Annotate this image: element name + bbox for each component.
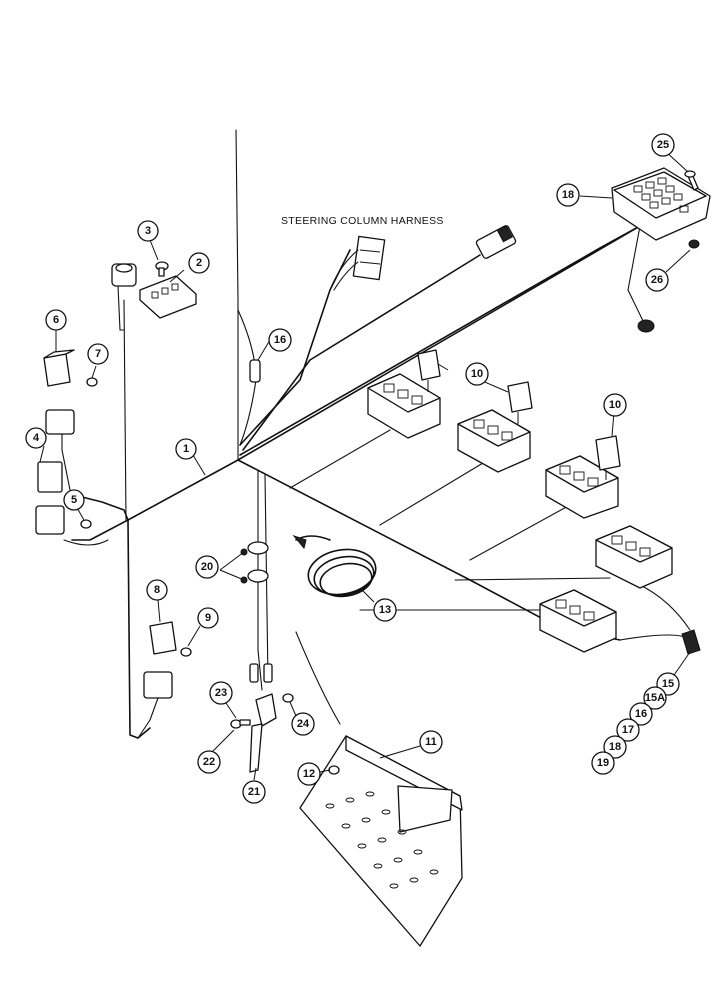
svg-text:8: 8 <box>154 584 160 596</box>
branch-plug <box>242 254 481 451</box>
svg-text:9: 9 <box>205 612 211 624</box>
callout-17: 17 <box>616 718 640 742</box>
svg-text:12: 12 <box>303 768 315 780</box>
callout-18: 18 <box>603 735 627 759</box>
svg-text:25: 25 <box>657 139 669 151</box>
branch-steering-connector <box>239 249 351 446</box>
screw-7 <box>86 377 98 387</box>
screw-5 <box>80 519 92 529</box>
main-trunk-left <box>127 459 239 521</box>
callout-24: 24 <box>291 712 315 736</box>
relay-10-a <box>417 349 441 392</box>
relay-6 <box>43 349 75 387</box>
svg-text:2: 2 <box>196 257 202 269</box>
svg-text:20: 20 <box>201 561 213 573</box>
callout-4: 4 <box>25 427 47 449</box>
relay-10-b <box>507 381 533 424</box>
relay-block-4 <box>595 525 673 589</box>
svg-text:3: 3 <box>145 225 151 237</box>
inline-diode <box>249 359 261 383</box>
svg-text:21: 21 <box>248 786 260 798</box>
steering-column-harness-caption: STEERING COLUMN HARNESS <box>281 215 444 227</box>
callout-21: 21 <box>242 780 266 804</box>
callout-26: 26 <box>645 268 669 292</box>
svg-text:4: 4 <box>33 432 40 444</box>
callout-15a: 15A <box>643 686 667 710</box>
svg-text:24: 24 <box>297 718 310 730</box>
svg-text:10: 10 <box>609 399 621 411</box>
callout-12: 12 <box>297 762 321 786</box>
left-drop-wire <box>127 519 151 739</box>
floor-panel <box>295 631 463 947</box>
callout-10-a: 10 <box>465 362 489 386</box>
svg-text:19: 19 <box>597 757 609 769</box>
relay-10-c <box>595 435 621 480</box>
svg-text:18: 18 <box>562 189 574 201</box>
svg-text:16: 16 <box>635 708 647 720</box>
callout-9: 9 <box>197 607 219 629</box>
svg-text:5: 5 <box>71 494 77 506</box>
callout-5: 5 <box>63 489 85 511</box>
main-trunk-upper <box>237 225 641 461</box>
screw-12 <box>328 765 340 775</box>
svg-text:15A: 15A <box>645 692 665 704</box>
clips-20 <box>240 541 269 584</box>
svg-text:26: 26 <box>651 274 663 286</box>
svg-text:11: 11 <box>425 736 437 748</box>
callout-6: 6 <box>45 309 67 331</box>
socket-left-lower <box>35 505 109 546</box>
main-harness <box>69 129 691 739</box>
screw-22-23 <box>230 719 251 729</box>
svg-text:13: 13 <box>379 604 391 616</box>
callout-8: 8 <box>146 579 168 601</box>
svg-text:16: 16 <box>274 334 286 346</box>
svg-text:1: 1 <box>183 443 189 455</box>
svg-text:18: 18 <box>609 741 621 753</box>
svg-text:6: 6 <box>53 314 59 326</box>
svg-text:10: 10 <box>471 368 483 380</box>
callout-2: 2 <box>188 252 210 274</box>
callout-20: 20 <box>195 555 219 579</box>
callout-25: 25 <box>651 133 675 157</box>
callout-1: 1 <box>175 438 197 460</box>
callout-7: 7 <box>87 343 109 365</box>
screw-9 <box>180 647 192 657</box>
relay-block-2 <box>457 409 531 473</box>
switch-21 <box>249 663 277 773</box>
svg-text:17: 17 <box>622 724 634 736</box>
connector-2-bracket <box>139 275 197 319</box>
callouts: 1 2 3 4 5 6 7 8 9 10 10 11 12 13 15 15A … <box>25 133 680 804</box>
callout-11: 11 <box>419 730 443 754</box>
svg-text:15: 15 <box>662 678 674 690</box>
relay-block-1 <box>367 373 441 439</box>
svg-text:23: 23 <box>215 687 227 699</box>
callout-18-top: 18 <box>556 183 580 207</box>
connector-left-top <box>111 263 137 331</box>
callout-3: 3 <box>137 220 159 242</box>
coiled-cable <box>292 534 377 598</box>
socket-left-upper <box>45 409 75 491</box>
socket-8 <box>137 671 173 739</box>
callout-10-b: 10 <box>603 393 627 417</box>
screw-3 <box>155 261 169 277</box>
callout-19: 19 <box>591 751 615 775</box>
callout-16-wire: 16 <box>268 328 292 352</box>
svg-text:7: 7 <box>95 348 101 360</box>
steering-column-connector <box>329 235 386 291</box>
relay-8 <box>149 621 177 655</box>
harness-plug <box>475 225 517 259</box>
callout-22: 22 <box>197 750 221 774</box>
relay-block-3 <box>545 455 619 519</box>
blade-fuse <box>681 629 701 655</box>
svg-text:22: 22 <box>203 756 215 768</box>
callout-16: 16 <box>629 702 653 726</box>
relay-4 <box>37 461 63 493</box>
callout-23: 23 <box>209 681 233 705</box>
nut-24 <box>282 693 294 703</box>
relay-block-5 <box>539 589 617 653</box>
callout-13: 13 <box>373 598 397 622</box>
fuse-panel <box>611 167 711 333</box>
steering-column-wire <box>235 129 239 461</box>
